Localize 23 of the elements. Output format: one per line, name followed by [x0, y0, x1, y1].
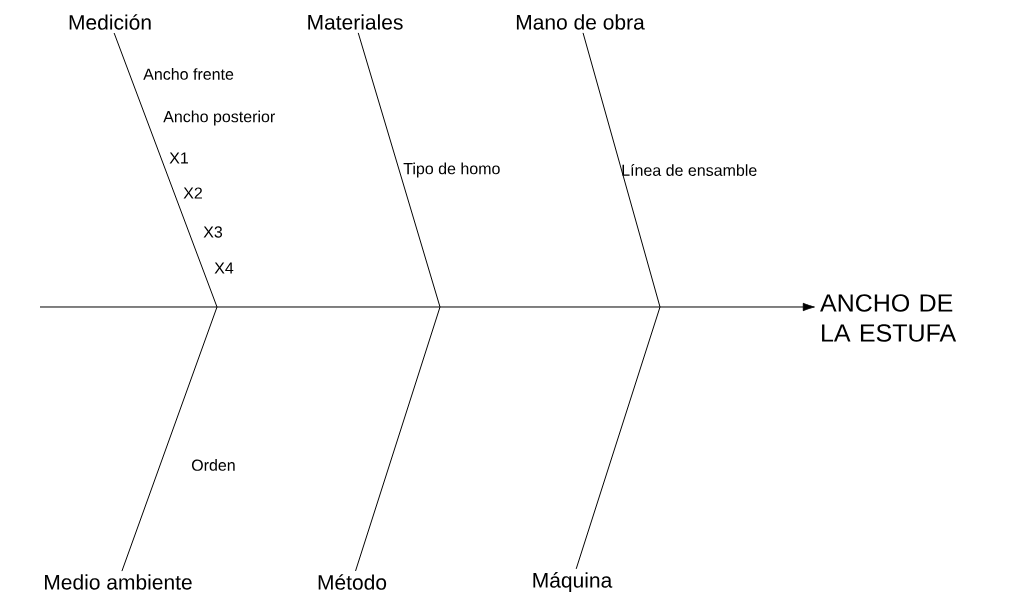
bone-line — [582, 32, 661, 308]
bone-line — [357, 32, 441, 308]
cause-label: Tipo de homo — [403, 162, 500, 178]
category-label: Medición — [69, 14, 151, 30]
bone-line — [575, 306, 661, 570]
cause-label: X1 — [169, 152, 188, 164]
bone-line — [121, 306, 218, 572]
category-label: Mano de obra — [516, 14, 645, 30]
category-label: Método — [318, 574, 387, 590]
category-label: Materiales — [308, 14, 403, 30]
bone-line — [355, 306, 441, 572]
bone-line — [113, 32, 218, 308]
category-label: Máquina — [533, 572, 613, 592]
cause-label: Línea de ensamble — [622, 164, 757, 176]
cause-label: Ancho frente — [143, 68, 234, 80]
cause-label: Orden — [191, 459, 235, 471]
cause-label: X2 — [183, 187, 202, 199]
cause-label: X4 — [214, 262, 234, 274]
cause-label: X3 — [203, 226, 223, 238]
spine-arrow — [39, 302, 815, 312]
cause-label: Ancho posterior — [163, 110, 275, 126]
effect-label: ANCHO DE LA ESTUFA — [820, 294, 957, 342]
category-label: Medio ambiente — [45, 574, 192, 590]
